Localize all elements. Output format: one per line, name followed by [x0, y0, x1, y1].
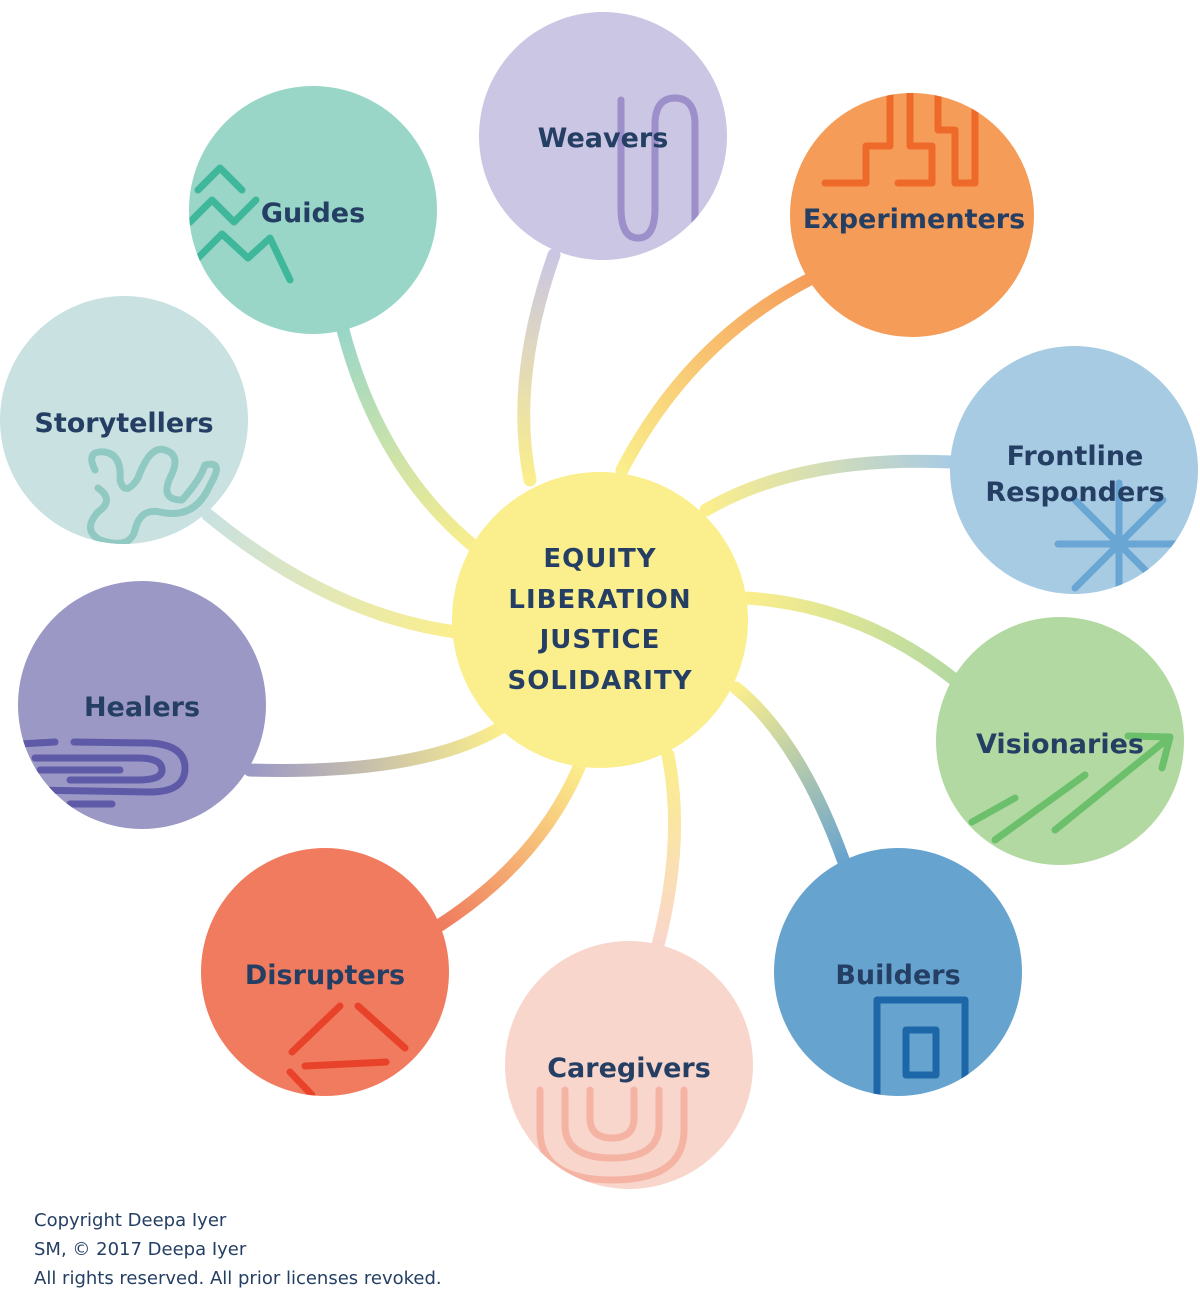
role-storytellers: Storytellers: [0, 296, 248, 544]
guides-circle: [189, 86, 437, 334]
caregivers-label: Caregivers: [547, 1053, 711, 1084]
frontline-label-line1: Frontline: [1007, 441, 1144, 472]
center-line-equity: EQUITY: [543, 544, 656, 574]
role-guides: Guides: [189, 86, 437, 334]
woven-loop-icon: [617, 94, 699, 260]
connector-guides: [336, 323, 483, 555]
role-weavers: Weavers: [479, 12, 727, 260]
copyright-line-2: SM, © 2017 Deepa Iyer: [34, 1239, 247, 1260]
nested-arches-icon: [536, 1086, 688, 1184]
connector-experimenters: [615, 271, 819, 477]
storytellers-label: Storytellers: [34, 408, 213, 439]
connector-storytellers: [201, 508, 463, 639]
asterisk-icon: [1054, 479, 1184, 594]
healers-label: Healers: [84, 692, 200, 723]
storytellers-circle: [0, 296, 248, 544]
role-healers: Healers: [18, 581, 266, 829]
role-caregivers: Caregivers: [505, 941, 753, 1189]
connector-weavers: [517, 248, 561, 487]
copyright-line-1: Copyright Deepa Iyer: [34, 1210, 227, 1231]
swirl-lines-icon: [18, 738, 189, 808]
role-visionaries: Visionaries: [936, 617, 1184, 865]
frontline-label-line2: Responders: [985, 477, 1164, 508]
weavers-circle: [479, 12, 727, 260]
center-line-justice: JUSTICE: [538, 625, 661, 655]
weavers-label: Weavers: [538, 123, 669, 154]
wavy-hand-icon: [87, 445, 220, 544]
role-experimenters: Experimenters: [790, 93, 1034, 337]
connector-disrupters: [433, 758, 587, 932]
connector-healers: [243, 721, 507, 777]
role-disrupters: Disrupters: [201, 848, 449, 1096]
zigzag-icon: [189, 164, 294, 284]
builders-circle: [774, 848, 1022, 1096]
center-values: EQUITY LIBERATION JUSTICE SOLIDARITY: [452, 472, 748, 768]
builders-label: Builders: [835, 960, 960, 991]
nested-squares-icon: [873, 996, 969, 1096]
stepped-lines-icon: [821, 93, 979, 187]
copyright-notice: Copyright Deepa Iyer SM, © 2017 Deepa Iy…: [34, 1206, 442, 1293]
connectors: [201, 248, 962, 952]
center-circle: [452, 472, 748, 768]
frontline-responders-circle: [950, 346, 1198, 594]
connector-builders: [729, 681, 851, 869]
connector-visionaries: [739, 591, 962, 687]
broken-triangle-icon: [286, 1002, 409, 1096]
copyright-line-3: All rights reserved. All prior licenses …: [34, 1268, 442, 1289]
connector-frontline-responders: [699, 454, 959, 517]
center-line-solidarity: SOLIDARITY: [507, 666, 692, 696]
visionaries-label: Visionaries: [976, 729, 1144, 760]
role-builders: Builders: [774, 848, 1022, 1096]
center-line-liberation: LIBERATION: [508, 585, 691, 615]
arrow-up-right-icon: [968, 732, 1174, 844]
role-frontline-responders: Frontline Responders: [950, 346, 1198, 594]
experimenters-label: Experimenters: [803, 204, 1025, 235]
visionaries-circle: [936, 617, 1184, 865]
connector-caregivers: [651, 748, 682, 952]
guides-label: Guides: [261, 198, 365, 229]
disrupters-label: Disrupters: [245, 960, 405, 991]
